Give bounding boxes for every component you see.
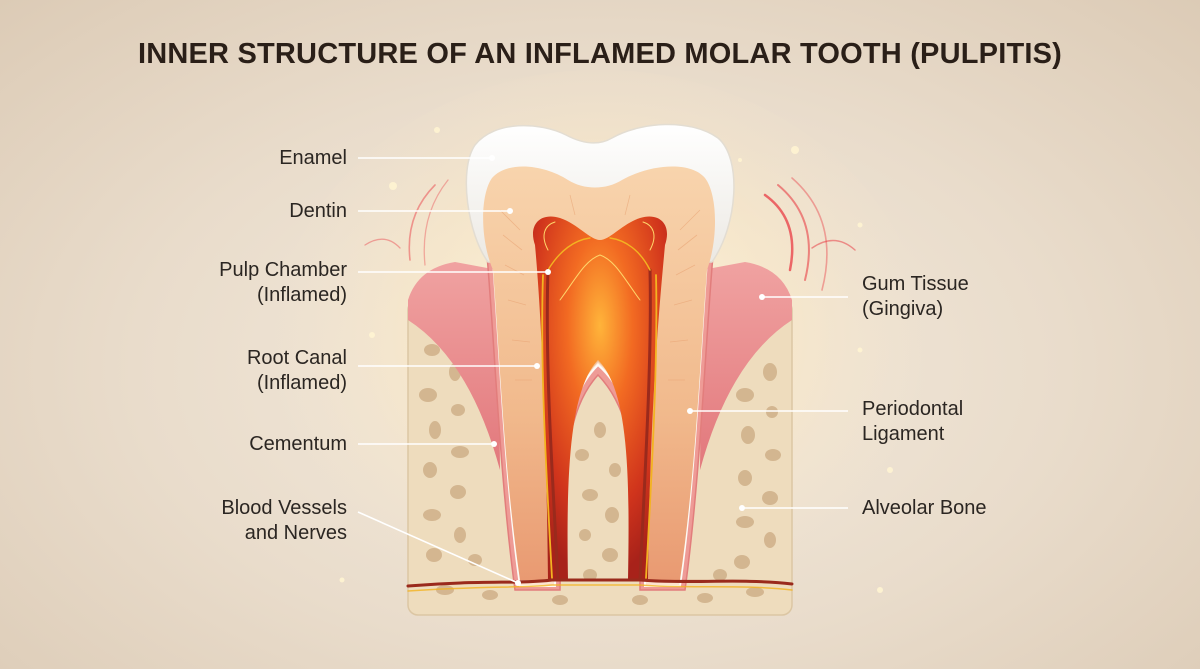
pulp-chamber — [532, 216, 668, 580]
dentin-striations — [499, 194, 701, 381]
label-enamel: Enamel — [279, 147, 347, 169]
leader-lines — [357, 157, 848, 584]
label-cementum: Cementum — [249, 433, 347, 455]
sparkles — [339, 127, 893, 593]
inflammation-waves — [364, 177, 856, 291]
label-periodontal-ligament: Periodontal Ligament — [862, 398, 964, 445]
label-dentin: Dentin — [289, 200, 347, 222]
label-root-canal: Root Canal (Inflamed) — [246, 347, 347, 394]
label-pulp-chamber: Pulp Chamber (Inflamed) — [219, 259, 347, 306]
bone-pores — [419, 344, 781, 605]
label-gum-tissue: Gum Tissue (Gingiva) — [862, 273, 969, 320]
gum-right — [700, 262, 792, 470]
diagram-title: INNER STRUCTURE OF AN INFLAMED MOLAR TOO… — [137, 38, 1063, 70]
label-blood-vessels: Blood Vessels and Nerves — [221, 497, 347, 544]
gum-left — [408, 262, 500, 470]
blood-vessels-nerves — [406, 221, 794, 592]
label-alveolar-bone: Alveolar Bone — [862, 497, 987, 519]
leader-dots — [489, 155, 765, 586]
leader-blood-vessels — [357, 511, 519, 584]
